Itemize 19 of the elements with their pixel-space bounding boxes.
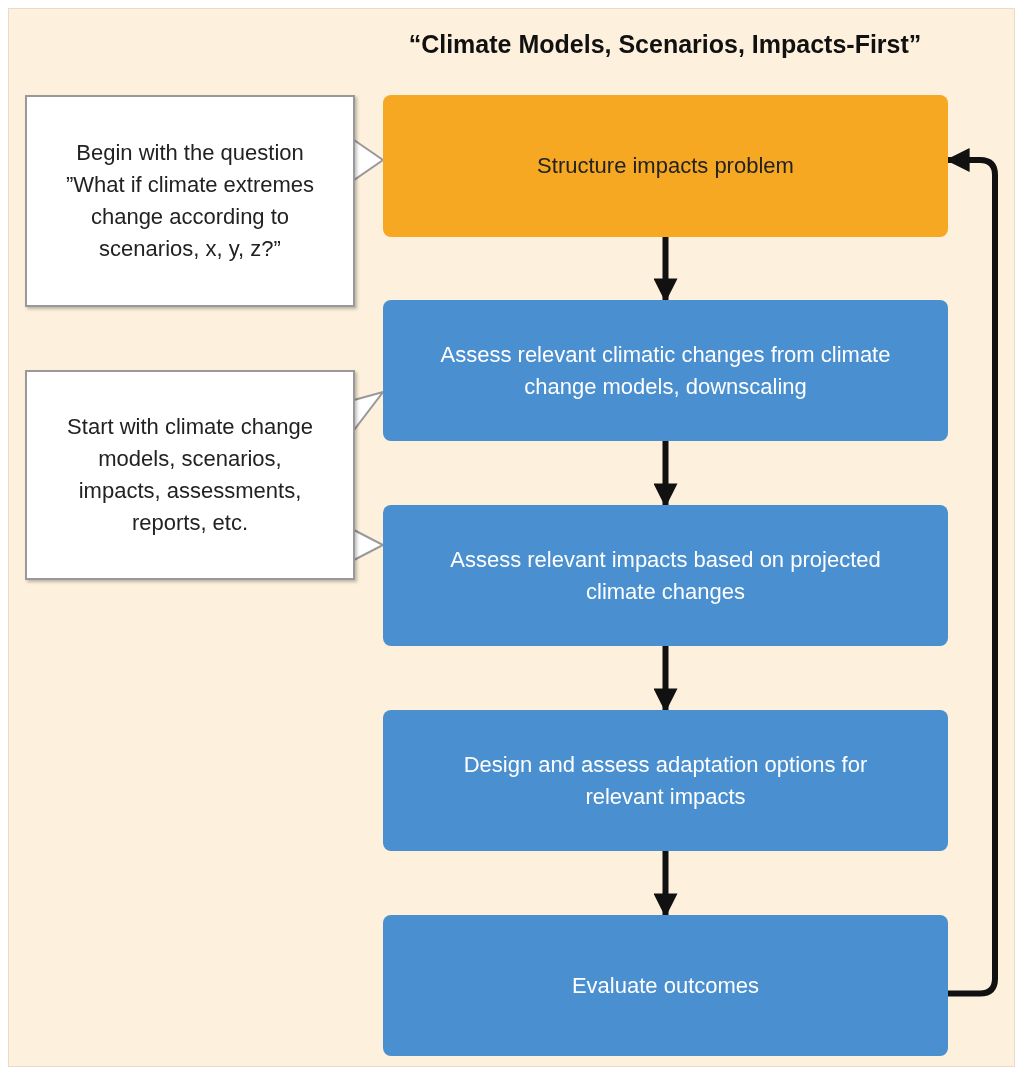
process-box	[383, 915, 948, 1056]
callout-box	[25, 95, 355, 307]
arrow	[653, 441, 678, 508]
arrow	[653, 646, 678, 713]
box-text: Design and assess adaptation options for relevant impacts	[462, 750, 869, 811]
arrow	[653, 851, 678, 918]
process-box	[383, 300, 948, 441]
box-text: Begin with the question ”What if climate extremes change according to scenarios, x, y, z?”	[64, 139, 316, 263]
callout-box	[25, 370, 355, 580]
box-text: Evaluate outcomes	[571, 971, 760, 1000]
process-box	[383, 505, 948, 646]
box-text: Assess relevant climatic changes from climate change models, downscaling	[439, 340, 892, 401]
process-box	[383, 710, 948, 851]
arrow	[653, 237, 678, 303]
box-text: Assess relevant impacts based on projected climate changes	[449, 545, 882, 606]
diagram-title: “Climate Models, Scenarios, Impacts-First”	[407, 30, 923, 59]
process-box	[383, 95, 948, 237]
box-text: Start with climate change models, scenarios, impacts, assessments, reports, etc.	[66, 413, 314, 537]
box-text: Structure impacts problem	[537, 152, 794, 181]
